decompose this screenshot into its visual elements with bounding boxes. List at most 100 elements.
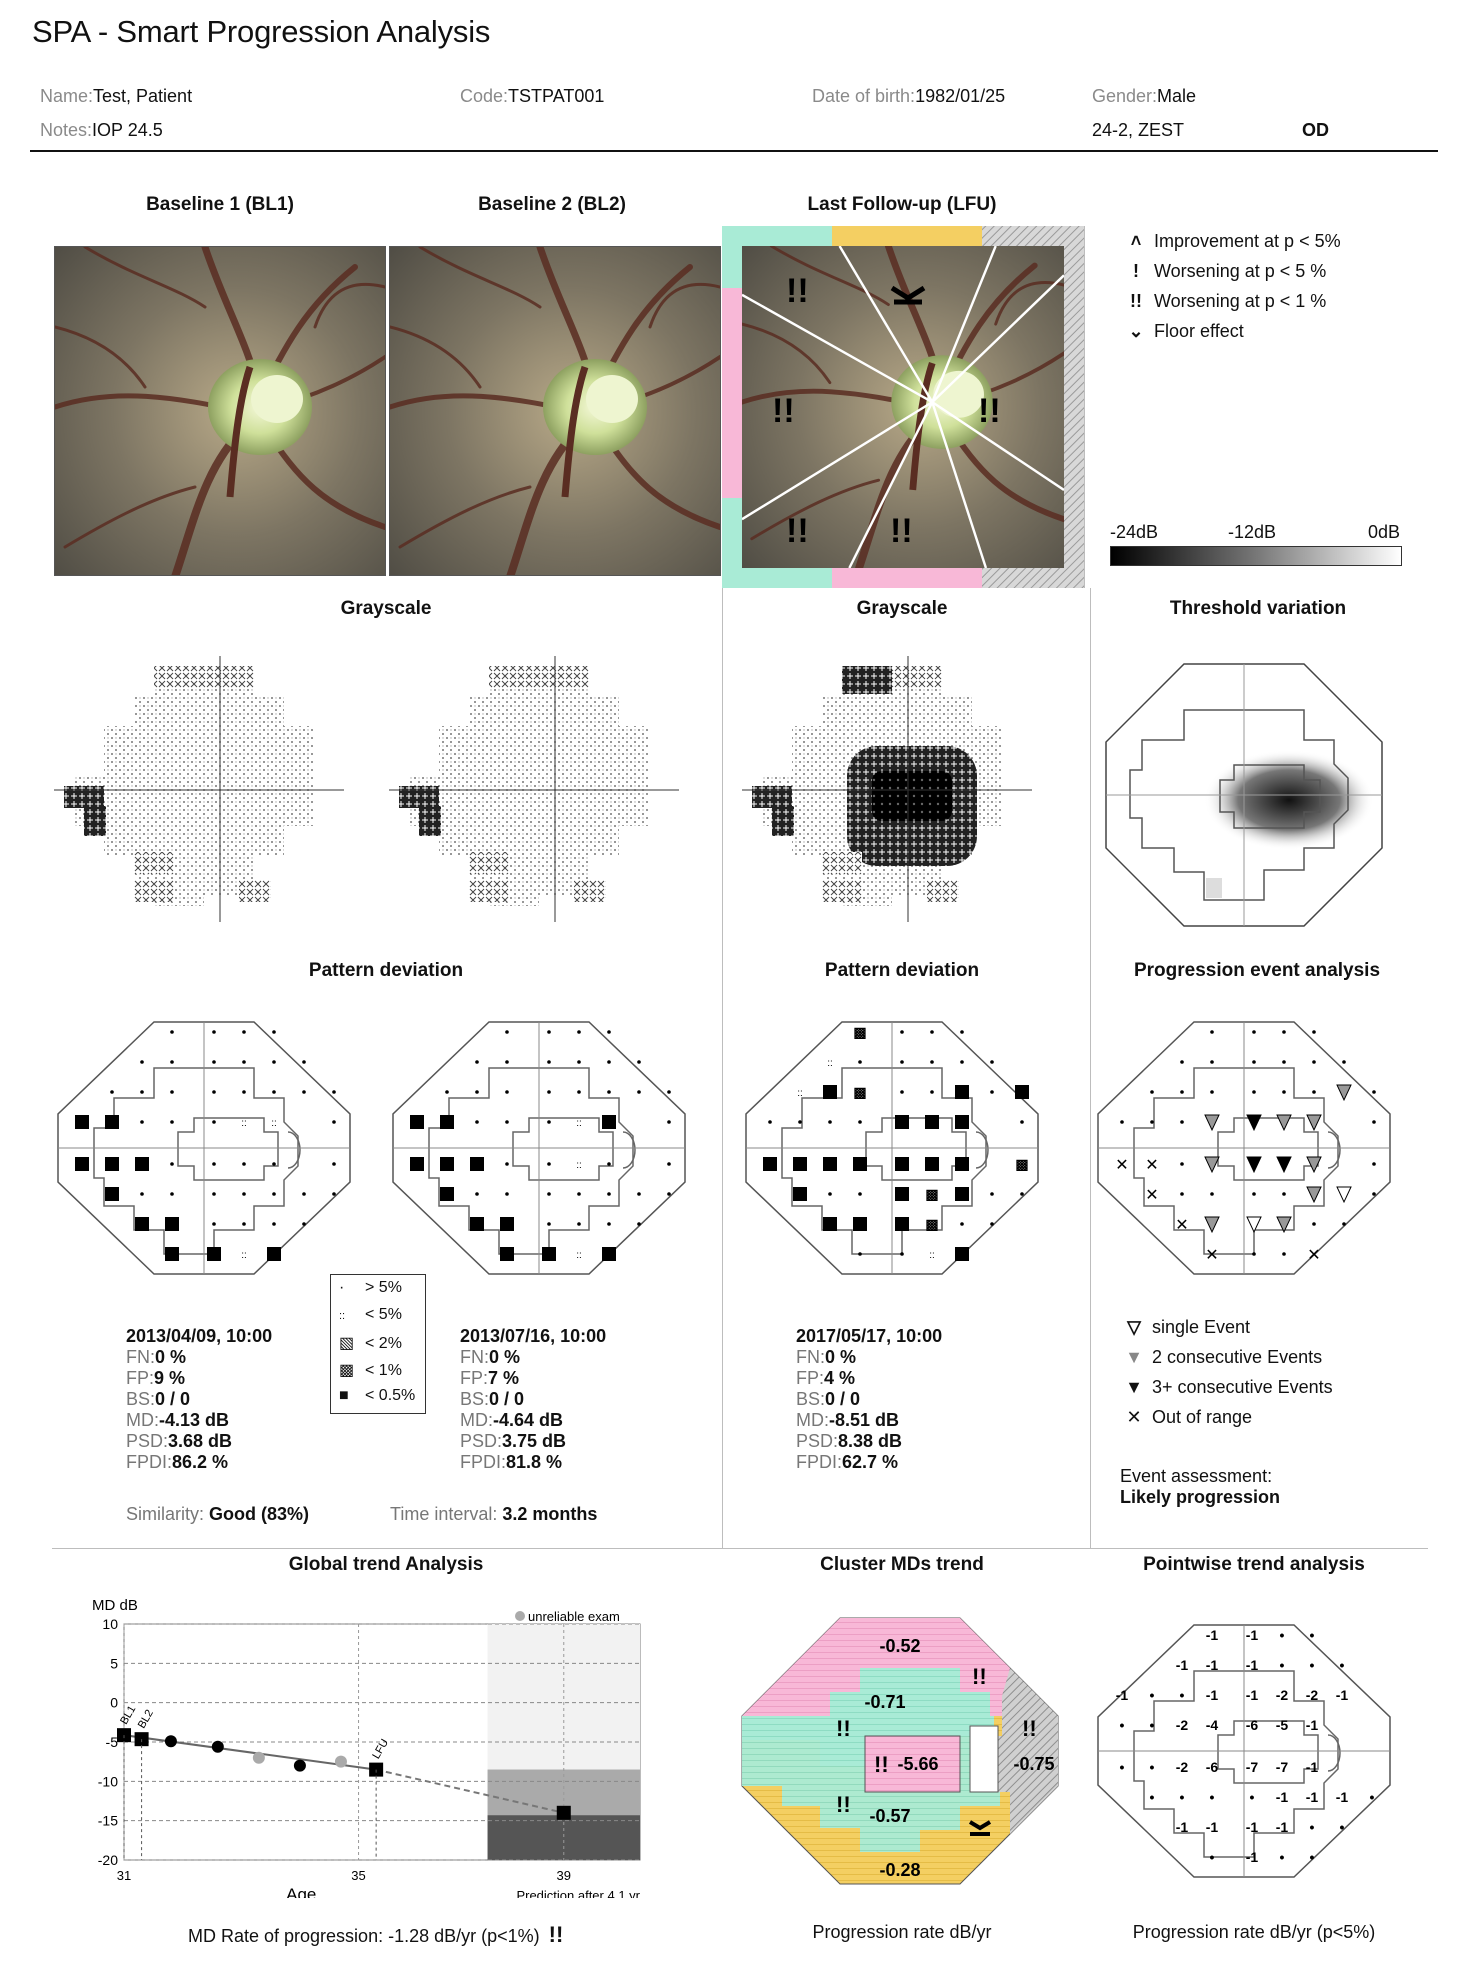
pd-point	[440, 1157, 454, 1171]
pd-point	[332, 1162, 336, 1166]
pd-point	[667, 1192, 671, 1196]
threshold-title: Threshold variation	[1169, 598, 1347, 619]
pd-point	[272, 1162, 276, 1166]
pointwise-value: •	[1340, 1819, 1345, 1835]
pd-point	[577, 1030, 581, 1034]
pd-legend-item: ·> 5%	[339, 1279, 402, 1296]
pd-point	[105, 1187, 119, 1201]
event-point	[1252, 1090, 1256, 1094]
pointwise-value: -1	[1206, 1657, 1219, 1673]
pd-point	[955, 1157, 969, 1171]
pointwise-value: •	[1180, 1687, 1185, 1703]
pd-point: ::	[576, 1160, 582, 1171]
pointwise-value: •	[1120, 1717, 1125, 1733]
event-legend: ▽single Event ▼2 consecutive Events ▼3+ …	[1116, 1312, 1416, 1432]
pd-point	[242, 1060, 246, 1064]
pd-point	[242, 1030, 246, 1034]
pd-point	[602, 1115, 616, 1129]
event-point	[1282, 1090, 1286, 1094]
pointwise-value: -7	[1276, 1759, 1289, 1775]
gray-triangle-icon: ▼	[1125, 1346, 1143, 1367]
double-exclamation-icon: !!	[836, 1792, 851, 1817]
pd-point	[547, 1060, 551, 1064]
pd-point	[105, 1115, 119, 1129]
pd-point	[930, 1090, 934, 1094]
pd-legend-item: ■< 0.5%	[339, 1387, 416, 1404]
pd-point	[212, 1030, 216, 1034]
pd-point	[272, 1222, 276, 1226]
pd-point	[793, 1157, 807, 1171]
event-point	[1210, 1192, 1214, 1196]
pd-point	[547, 1090, 551, 1094]
exam-point	[334, 1755, 347, 1768]
floor-effect-icon	[968, 1820, 992, 1836]
event-triangle	[1276, 1216, 1292, 1234]
pd-point	[960, 1060, 964, 1064]
pd-point	[505, 1162, 509, 1166]
exam-stats-lfu: 2017/05/17, 10:00 FN:0 % FP:4 % BS:0 / 0…	[796, 1326, 943, 1472]
pd-point	[823, 1157, 837, 1171]
event-triangle	[1204, 1216, 1220, 1234]
prediction-point	[556, 1805, 571, 1820]
out-of-range-mark: ✕	[1205, 1247, 1218, 1264]
pd-point: ▩	[925, 1186, 938, 1202]
pattern-deviation-lfu: ▩::::▩▩▩▩::	[742, 1018, 1042, 1278]
event-assessment: Event assessment: Likely progression	[1120, 1466, 1281, 1507]
prediction-line	[375, 1768, 564, 1814]
pd-point	[858, 1252, 862, 1256]
event-point	[1150, 1090, 1154, 1094]
exam-stats-bl2: 2013/07/16, 10:00 FN:0 % FP:7 % BS:0 / 0…	[460, 1326, 607, 1472]
pd-point	[470, 1217, 484, 1231]
legend-floor-effect: ⌄Floor effect	[1118, 316, 1418, 346]
pd-point	[135, 1217, 149, 1231]
exam-point	[293, 1759, 306, 1772]
pointwise-value: -2	[1176, 1717, 1189, 1733]
event-point	[1252, 1192, 1256, 1196]
event-point	[1312, 1090, 1316, 1094]
pd-point	[960, 1222, 964, 1226]
pointwise-value: •	[1150, 1789, 1155, 1805]
pd-point	[542, 1247, 556, 1261]
pd-point	[170, 1162, 174, 1166]
pointwise-value: •	[1310, 1627, 1315, 1643]
pointwise-value: -1	[1206, 1687, 1219, 1703]
pd-point	[858, 1120, 862, 1124]
pd-point	[302, 1090, 306, 1094]
pd-legend-item: ::< 5%	[339, 1306, 402, 1323]
event-point	[1372, 1090, 1376, 1094]
event-point	[1210, 1060, 1214, 1064]
event-point	[1210, 1090, 1214, 1094]
double-exclamation-icon: !!	[548, 1922, 564, 1947]
pointwise-value: -2	[1176, 1759, 1189, 1775]
double-exclamation-icon: !!	[874, 1752, 889, 1777]
x-tick-label: 31	[117, 1868, 131, 1883]
pd-point	[955, 1247, 969, 1261]
pd-point	[637, 1192, 641, 1196]
pointwise-value: -1	[1306, 1759, 1319, 1775]
pattern-deviation-title: Pattern deviation	[308, 960, 464, 981]
out-of-range-mark: ✕	[1115, 1157, 1128, 1174]
pointwise-value: -1	[1176, 1657, 1189, 1673]
fundus-photo-lfu: !! !! !! !! !!	[722, 226, 1084, 588]
pointwise-value: •	[1120, 1759, 1125, 1775]
event-point	[1312, 1060, 1316, 1064]
pd-point	[900, 1060, 904, 1064]
event-map: ✕✕✕✕✕✕	[1097, 1021, 1391, 1275]
pd-point	[105, 1157, 119, 1171]
pd-point	[470, 1157, 484, 1171]
pointwise-value: •	[1250, 1789, 1255, 1805]
pointwise-value: •	[1150, 1759, 1155, 1775]
event-point	[1372, 1162, 1376, 1166]
pd-point	[140, 1192, 144, 1196]
pd-point	[302, 1060, 306, 1064]
global-trend-title: Global trend Analysis	[288, 1554, 484, 1575]
pd-point	[955, 1085, 969, 1099]
event-point	[1120, 1120, 1124, 1124]
event-point	[1180, 1060, 1184, 1064]
pd-point	[475, 1120, 479, 1124]
pd-point	[895, 1115, 909, 1129]
pattern-deviation-bl2: ::::::	[389, 1018, 689, 1278]
cluster-value: -0.75	[1013, 1754, 1054, 1774]
pd-point	[75, 1115, 89, 1129]
